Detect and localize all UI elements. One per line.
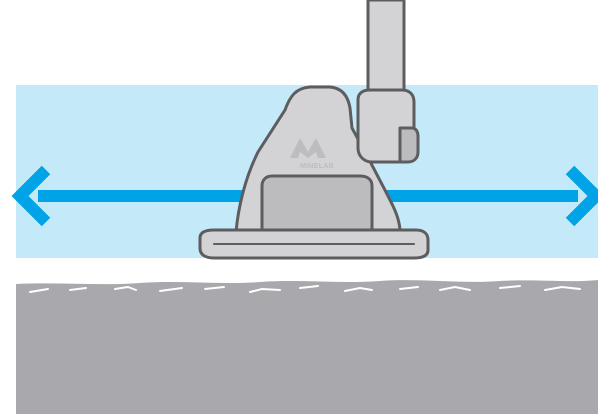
brand-logo-text: MINELAB [300,163,334,170]
arrow-left-icon [11,165,51,227]
detector-shaft-bolt [398,126,420,164]
minelab-logo-icon: MINELAB [290,138,334,170]
arrow-right-icon [565,165,598,227]
detector-front-panel [260,174,374,234]
ground-surface-texture [29,285,581,293]
ground [16,280,598,414]
metal-detector: MINELAB [198,0,430,260]
